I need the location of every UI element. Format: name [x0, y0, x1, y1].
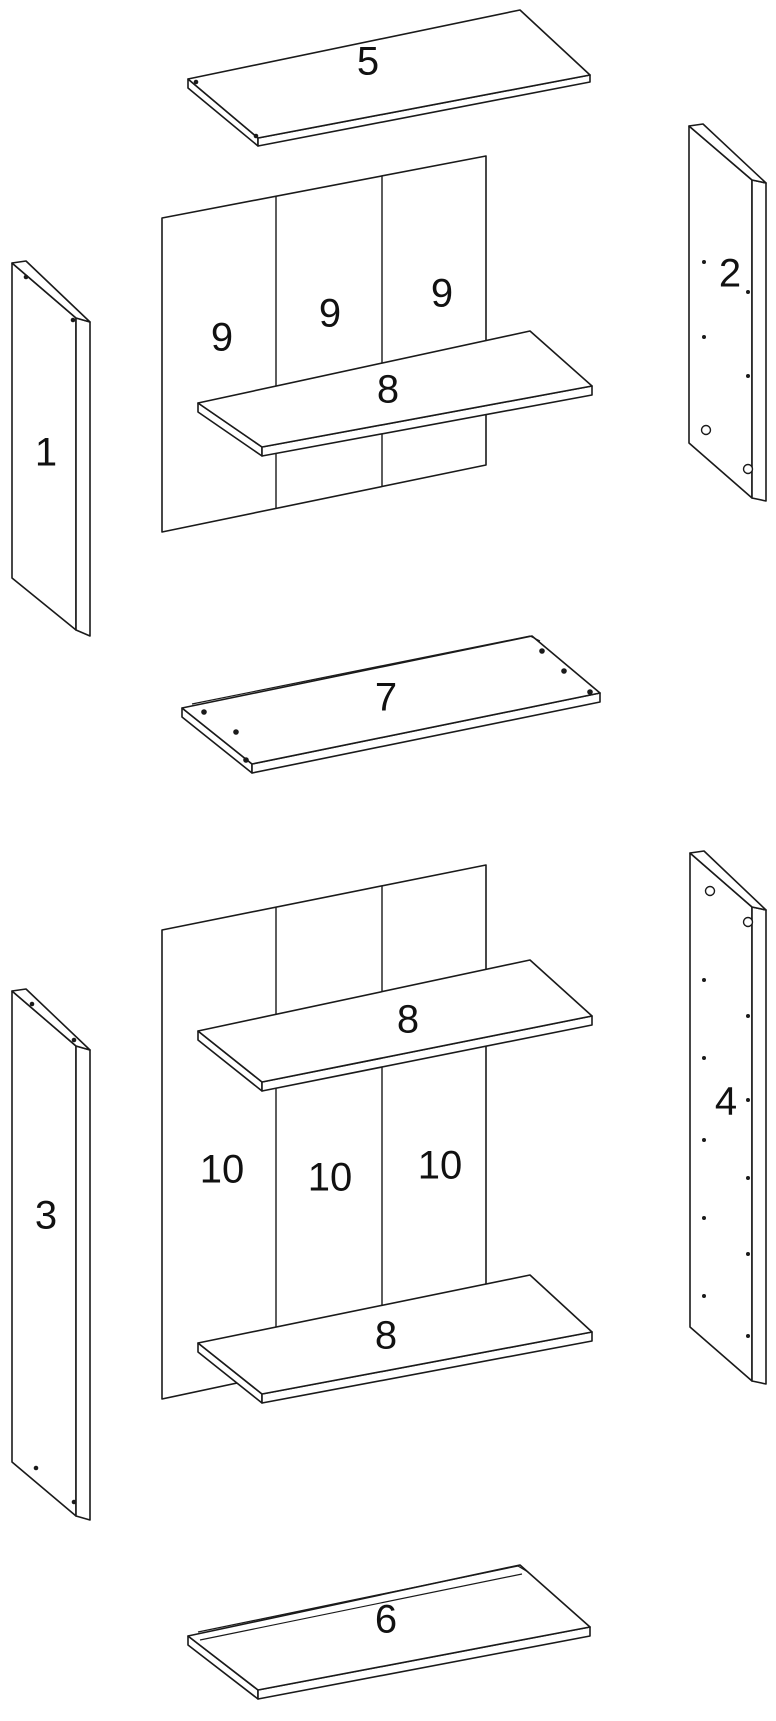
hole-marker: [746, 374, 750, 378]
hole-marker: [702, 1056, 706, 1060]
hole-marker: [746, 1252, 750, 1256]
part-4-label: 4: [715, 1080, 737, 1124]
part-5-top-board: 5: [187, 9, 591, 147]
shelf-8-lower-top: 8: [197, 959, 593, 1092]
hole-marker: [539, 648, 545, 654]
hole-marker: [746, 1176, 750, 1180]
hole-marker: [700, 424, 712, 436]
shelf-8-upper-label: 8: [377, 368, 399, 412]
hole-marker: [233, 729, 239, 735]
hole-marker: [23, 274, 29, 280]
hole-marker: [70, 317, 76, 323]
hole-marker: [587, 689, 593, 695]
hole-marker: [702, 1294, 706, 1298]
back-panel-9-right-label: 9: [431, 272, 453, 316]
part-7-middle-board: 7: [181, 635, 601, 774]
hole-marker: [746, 1098, 750, 1102]
back-panel-10-mid-label: 10: [308, 1156, 353, 1200]
shelf-8-lower-top-label: 8: [397, 998, 419, 1042]
hole-marker: [702, 1138, 706, 1142]
hole-marker: [193, 79, 199, 85]
part-7-label: 7: [375, 676, 397, 720]
hole-marker: [71, 1499, 77, 1505]
hole-marker: [746, 1334, 750, 1338]
hole-marker: [746, 1014, 750, 1018]
back-panel-9-left-label: 9: [211, 316, 233, 360]
upper-back-panel: 9 9 9: [161, 155, 487, 533]
part-3-left-side: 3: [11, 988, 91, 1521]
hole-marker: [561, 668, 567, 674]
back-panel-10-right-label: 10: [418, 1144, 463, 1188]
hole-marker: [702, 260, 706, 264]
shelf-8-lower-bottom-label: 8: [375, 1314, 397, 1358]
hole-marker: [704, 885, 716, 897]
part-2-right-side: 2: [688, 123, 767, 502]
part-4-right-side: 4: [689, 850, 767, 1385]
part-2-label: 2: [719, 252, 741, 296]
hole-marker: [33, 1465, 39, 1471]
hole-marker: [742, 916, 754, 928]
hole-marker: [702, 335, 706, 339]
back-panel-10-left-label: 10: [200, 1148, 245, 1192]
part-1-left-side: 1: [11, 260, 91, 637]
hole-marker: [746, 290, 750, 294]
hole-marker: [253, 133, 259, 139]
hole-marker: [702, 978, 706, 982]
shelf-8-lower-bottom: 8: [197, 1274, 593, 1404]
shelf-8-upper: 8: [197, 330, 593, 457]
part-3-label: 3: [35, 1194, 57, 1238]
hole-marker: [29, 1001, 35, 1007]
hole-marker: [71, 1037, 77, 1043]
part-6-label: 6: [375, 1598, 397, 1642]
back-panel-9-mid-label: 9: [319, 292, 341, 336]
hole-marker: [702, 1216, 706, 1220]
hole-marker: [742, 463, 754, 475]
part-1-label: 1: [35, 431, 57, 475]
hole-marker: [243, 757, 249, 763]
part-5-label: 5: [357, 40, 379, 84]
part-6-bottom-board: 6: [187, 1564, 591, 1700]
hole-marker: [201, 709, 207, 715]
